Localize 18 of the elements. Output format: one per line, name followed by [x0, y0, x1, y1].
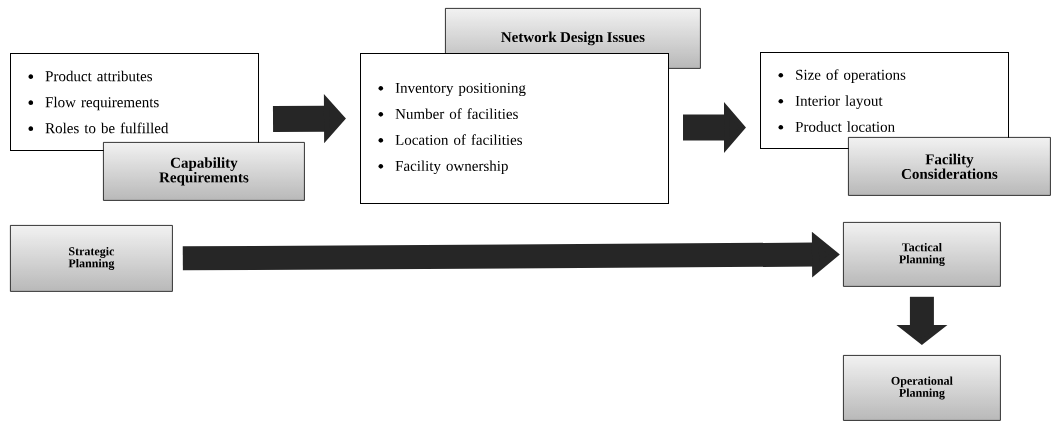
bullet-list-box [760, 52, 1009, 149]
bullet-list-box [360, 53, 669, 204]
label-box: Strategic Planning [10, 225, 173, 292]
list-item: Location of facilities [378, 134, 523, 145]
list-item: Roles to be fulfilled [28, 122, 169, 134]
list-item: Interior layout [778, 95, 883, 109]
bullet-list-box [10, 53, 259, 151]
label-box: Operational Planning [843, 355, 1001, 421]
list-item: Number of facilities [378, 108, 518, 119]
list-item: Product attributes [28, 70, 153, 82]
label-box: Facility Considerations [848, 137, 1051, 196]
list-item: Product location [778, 121, 895, 132]
list-item: Size of operations [778, 69, 906, 83]
list-item: Flow requirements [28, 96, 159, 111]
list-item: Facility ownership [378, 160, 508, 175]
label-box: Tactical Planning [843, 222, 1001, 287]
list-item: Inventory positioning [378, 82, 526, 97]
label-box: Capability Requirements [103, 142, 305, 201]
